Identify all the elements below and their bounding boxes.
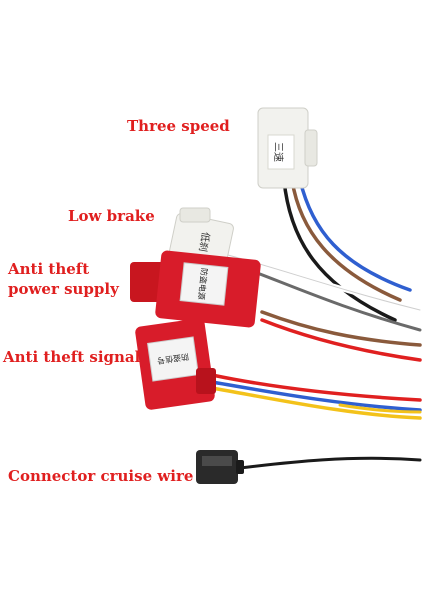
anti-theft-power-label: Anti theft power supply <box>8 260 119 298</box>
low-brake-label: Low brake <box>68 207 155 225</box>
cruise-connector <box>196 450 244 484</box>
signal-tag: 防盗信号 <box>156 352 189 366</box>
anti-theft-signal-label: Anti theft signal <box>3 348 141 366</box>
anti-theft-signal-connector: 防盗信号 <box>135 318 216 410</box>
anti-theft-power-connector: 防盗电源 <box>130 250 261 328</box>
low-brake-tag: 低刹 <box>196 231 212 253</box>
power-tag: 防盗电源 <box>196 267 209 300</box>
three-speed-label: Three speed <box>127 117 230 135</box>
three-speed-connector: 三速 <box>257 107 318 189</box>
three-speed-tag: 三速 <box>272 142 284 162</box>
cruise-wire-label: Connector cruise wire <box>8 467 194 485</box>
